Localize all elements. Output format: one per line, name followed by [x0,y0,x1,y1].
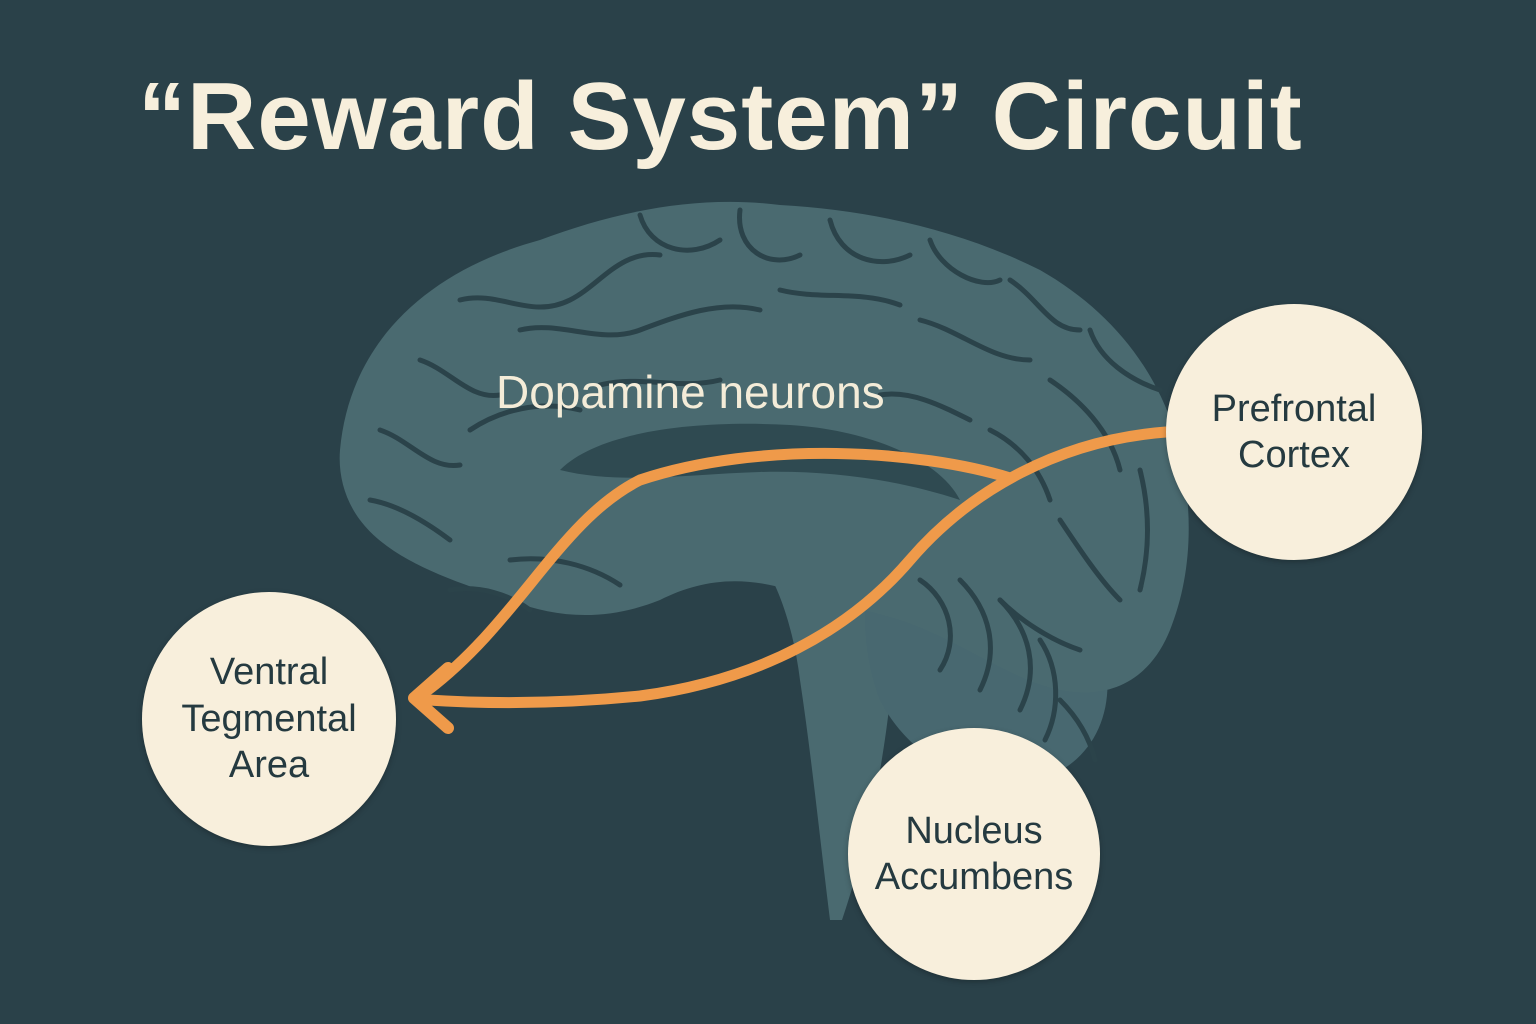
vta-label: Ventral Tegmental Area [181,651,357,787]
page-title: “Reward System” Circuit [138,63,1303,170]
node-prefrontal-cortex: Prefrontal Cortex [1166,304,1422,560]
dopamine-neurons-label: Dopamine neurons [496,366,885,418]
pathway-pfc-to-vta [422,426,1172,709]
nac-label: Nucleus Accumbens [874,809,1074,898]
cerebellum-folia [917,577,1098,763]
corpus-callosum-shape [560,423,960,500]
arrowhead-left-icon [408,662,454,734]
gyri-lines [367,207,1163,653]
node-ventral-tegmental-area: Ventral Tegmental Area [142,592,396,846]
dopamine-pathways [408,426,1172,734]
node-nucleus-accumbens: Nucleus Accumbens [848,728,1100,980]
brain-icon [339,201,1189,920]
pfc-label: Prefrontal Cortex [1211,387,1377,476]
pathway-vta-to-pfc [422,447,1016,696]
